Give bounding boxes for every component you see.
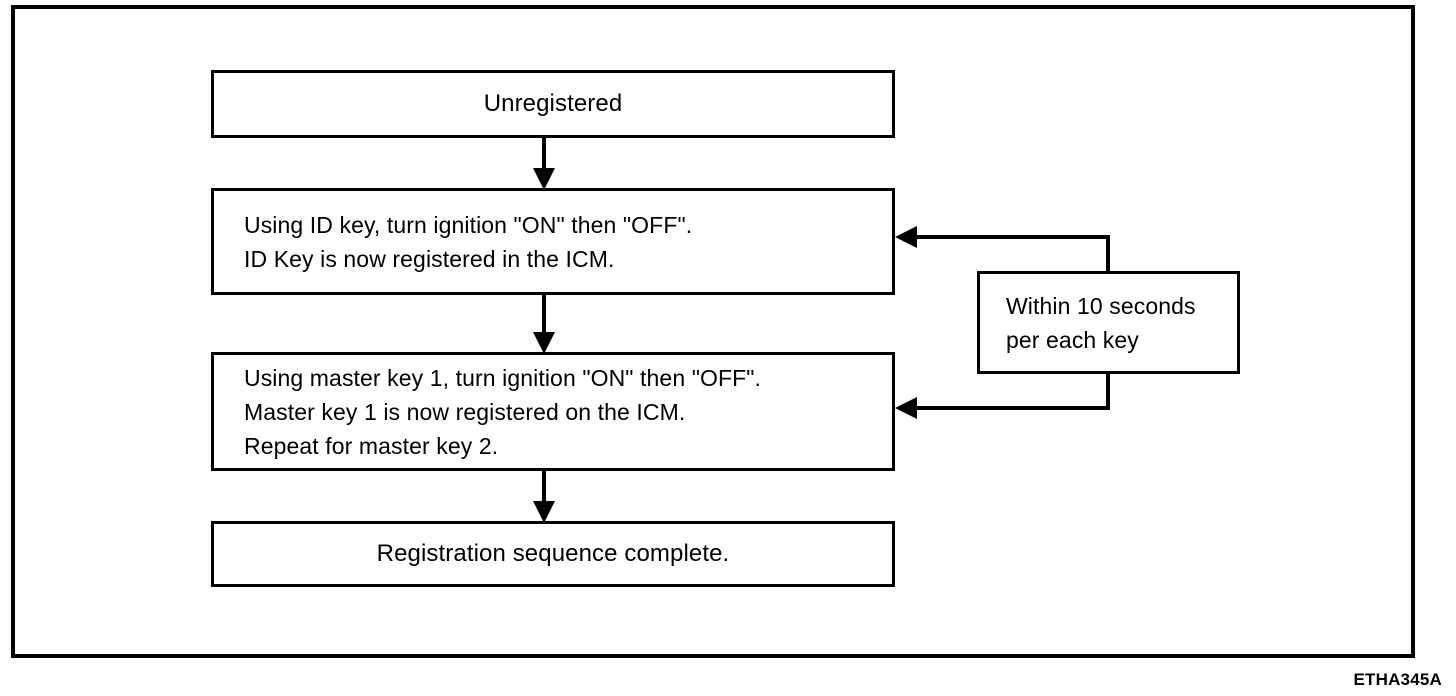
node-master-key-step-line-2: Master key 1 is now registered on the IC…: [244, 398, 686, 425]
node-id-key-step: Using ID key, turn ignition "ON" then "O…: [211, 188, 895, 295]
node-master-key-step-line-1: Using master key 1, turn ignition "ON" t…: [244, 364, 762, 391]
figure-code-label: ETHA345A: [1353, 670, 1442, 689]
node-registration-complete: Registration sequence complete.: [211, 521, 895, 587]
node-unregistered-label: Unregistered: [483, 90, 623, 117]
node-timing-note: Within 10 seconds per each key: [977, 271, 1240, 374]
node-master-key-step: Using master key 1, turn ignition "ON" t…: [211, 352, 895, 471]
node-timing-note-line-2: per each key: [1006, 326, 1139, 353]
node-id-key-step-line-2: ID Key is now registered in the ICM.: [244, 245, 615, 272]
node-master-key-step-line-3: Repeat for master key 2.: [244, 432, 499, 459]
node-unregistered: Unregistered: [211, 70, 895, 138]
node-timing-note-line-1: Within 10 seconds: [1006, 292, 1196, 319]
node-registration-complete-label: Registration sequence complete.: [376, 540, 730, 567]
node-id-key-step-line-1: Using ID key, turn ignition "ON" then "O…: [244, 211, 693, 238]
